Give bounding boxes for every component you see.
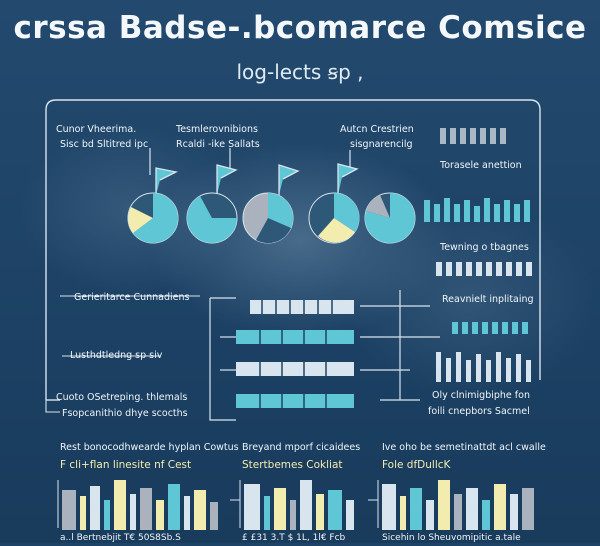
striped-block-2 bbox=[436, 262, 532, 276]
pie-4 bbox=[308, 192, 360, 244]
bottom-2-subheading: Stertbemes Cokliat bbox=[242, 459, 343, 471]
striped-block-top bbox=[440, 128, 506, 144]
bottom-1-subheading: F cli+flan linesite nf Cest bbox=[60, 459, 192, 471]
bottom-3-subheading: Fole dfDullcK bbox=[382, 459, 451, 471]
center-bars bbox=[236, 300, 354, 408]
bottom-3-footer: Sicehin lo Sheuvomipitic a.tale bbox=[382, 533, 521, 543]
bottom-chart-3 bbox=[382, 480, 534, 530]
label-top-c2: sisgnarencilg bbox=[350, 139, 413, 150]
label-top-a2: Sisc bd Sltitred ipc bbox=[60, 139, 149, 150]
striped-block-3 bbox=[436, 352, 531, 382]
pie-2 bbox=[186, 192, 238, 244]
pie-5 bbox=[364, 192, 416, 244]
label-top-b2: Rcaldi -ike Sallats bbox=[176, 139, 260, 150]
bottom-divider bbox=[57, 480, 379, 528]
label-top-b1: Tesmlerovnibions bbox=[176, 124, 258, 135]
pennant-flags bbox=[155, 163, 359, 195]
bottom-3-heading: Ive oho be semetinattdt acl cwalle bbox=[382, 442, 546, 453]
label-left-l2: Lusthdtledng sp siv bbox=[70, 350, 163, 361]
label-right-r4: Oly clnimigbiphe fon bbox=[432, 390, 530, 401]
label-right-r2: Tewning o tbagnes bbox=[440, 242, 529, 253]
label-left-l4: Fsopcanithio dhye scocths bbox=[62, 408, 188, 419]
bottom-2-heading: Breyand mporf cicaidees bbox=[242, 442, 361, 453]
bottom-1-heading: Rest bonocodhwearde hyplan Cowtus bbox=[60, 442, 239, 453]
bottom-chart-2 bbox=[244, 480, 354, 530]
label-left-l3: Cuoto OSetreping. thlemals bbox=[56, 392, 188, 403]
bottom-chart-1 bbox=[62, 480, 218, 530]
bottom-1-footer: a..l Bertnebjit T€ 50S8Sb.S bbox=[60, 533, 181, 543]
label-right-r1: Torasele anettion bbox=[440, 160, 522, 171]
left-connectors bbox=[45, 295, 200, 413]
label-right-r3: Reavnielt inplitaing bbox=[442, 294, 534, 305]
striped-block-teal-2 bbox=[452, 322, 528, 334]
page-title: crssa Badse-.bcomarce Comsice bbox=[13, 10, 587, 46]
label-right-r5: foili cnepbors Sacmel bbox=[428, 406, 530, 417]
label-top-a1: Cunor Vheerima. bbox=[56, 124, 137, 135]
bottom-2-footer: £ £31 3.T $ 1L, 1l€ Fcb bbox=[242, 533, 346, 543]
striped-block-teal-1 bbox=[424, 198, 530, 222]
frame-outline bbox=[45, 99, 541, 400]
pie-3 bbox=[242, 192, 294, 244]
center-bar-ticks bbox=[259, 300, 333, 408]
page-subtitle: log-lects ꞩp , bbox=[236, 60, 364, 84]
label-left-l1: Gerieritarce Cunnadiens bbox=[74, 292, 190, 303]
label-top-c1: Autcn Crestrien bbox=[340, 124, 414, 135]
center-connectors bbox=[209, 290, 440, 421]
pie-1 bbox=[127, 192, 179, 244]
